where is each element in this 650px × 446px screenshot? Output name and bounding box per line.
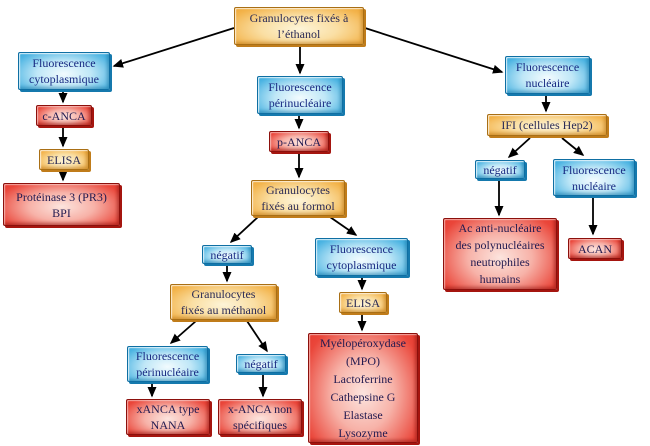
node-p-anca: p-ANCA <box>269 131 329 152</box>
node-negatif-right: négatif <box>475 160 525 179</box>
node-elisa-left: ELISA <box>39 149 89 170</box>
node-granulocytes-methanol: Granulocytes fixés au méthanol <box>170 284 277 320</box>
node-c-anca: c-ANCA <box>36 105 92 126</box>
node-negatif-bottom: négatif <box>236 354 286 373</box>
node-acan: ACAN <box>568 238 622 259</box>
node-ifi-cellules-hep2: IFI (cellules Hep2) <box>487 114 607 136</box>
node-x-anca-non-specifiques: x-ANCA non spécifiques <box>218 399 302 435</box>
arrow-formol-negatif-mid <box>229 216 259 244</box>
node-mpo-lactoferrine-list: Myélopéroxydase (MPO) Lactoferrine Cathe… <box>308 333 418 443</box>
node-xanca-type-nana: xANCA type NANA <box>126 399 210 435</box>
node-negatif-mid: négatif <box>202 245 252 264</box>
arrow-formol-fluo-cyto-mid <box>329 216 358 236</box>
node-fluorescence-perinucleaire-bottom: Fluorescence périnucléaire <box>127 346 208 382</box>
node-ac-anti-nucleaire: Ac anti-nucléaire des polynucléaires neu… <box>443 218 557 290</box>
arrow-ifi-negatif-right <box>507 137 531 159</box>
node-fluorescence-perinucleaire-mid: Fluorescence périnucléaire <box>257 76 343 114</box>
node-granulocytes-ethanol: Granulocytes fixés à l’éthanol <box>234 7 364 45</box>
node-proteinase-pr3-bpi: Protéinase 3 (PR3) BPI <box>3 183 120 226</box>
node-fluorescence-cytoplasmique-mid: Fluorescence cytoplasmique <box>315 238 408 276</box>
node-fluorescence-nucleaire-top: Fluorescence nucléaire <box>505 56 590 94</box>
arrow-methanol-negatif-bottom <box>246 320 268 353</box>
arrow-ethanol-fluo-nucl-top <box>364 27 504 74</box>
node-fluorescence-nucleaire-right: Fluorescence nucléaire <box>553 159 635 196</box>
node-elisa-mid: ELISA <box>339 292 387 313</box>
arrow-ifi-fluo-nucl-right <box>561 137 585 156</box>
arrow-ethanol-fluo-cyto-left <box>112 27 235 68</box>
node-granulocytes-formol: Granulocytes fixés au formol <box>251 180 345 216</box>
node-fluorescence-cytoplasmique-left: Fluorescence cytoplasmique <box>18 52 110 90</box>
arrow-methanol-fluo-peri-bottom <box>169 320 197 344</box>
